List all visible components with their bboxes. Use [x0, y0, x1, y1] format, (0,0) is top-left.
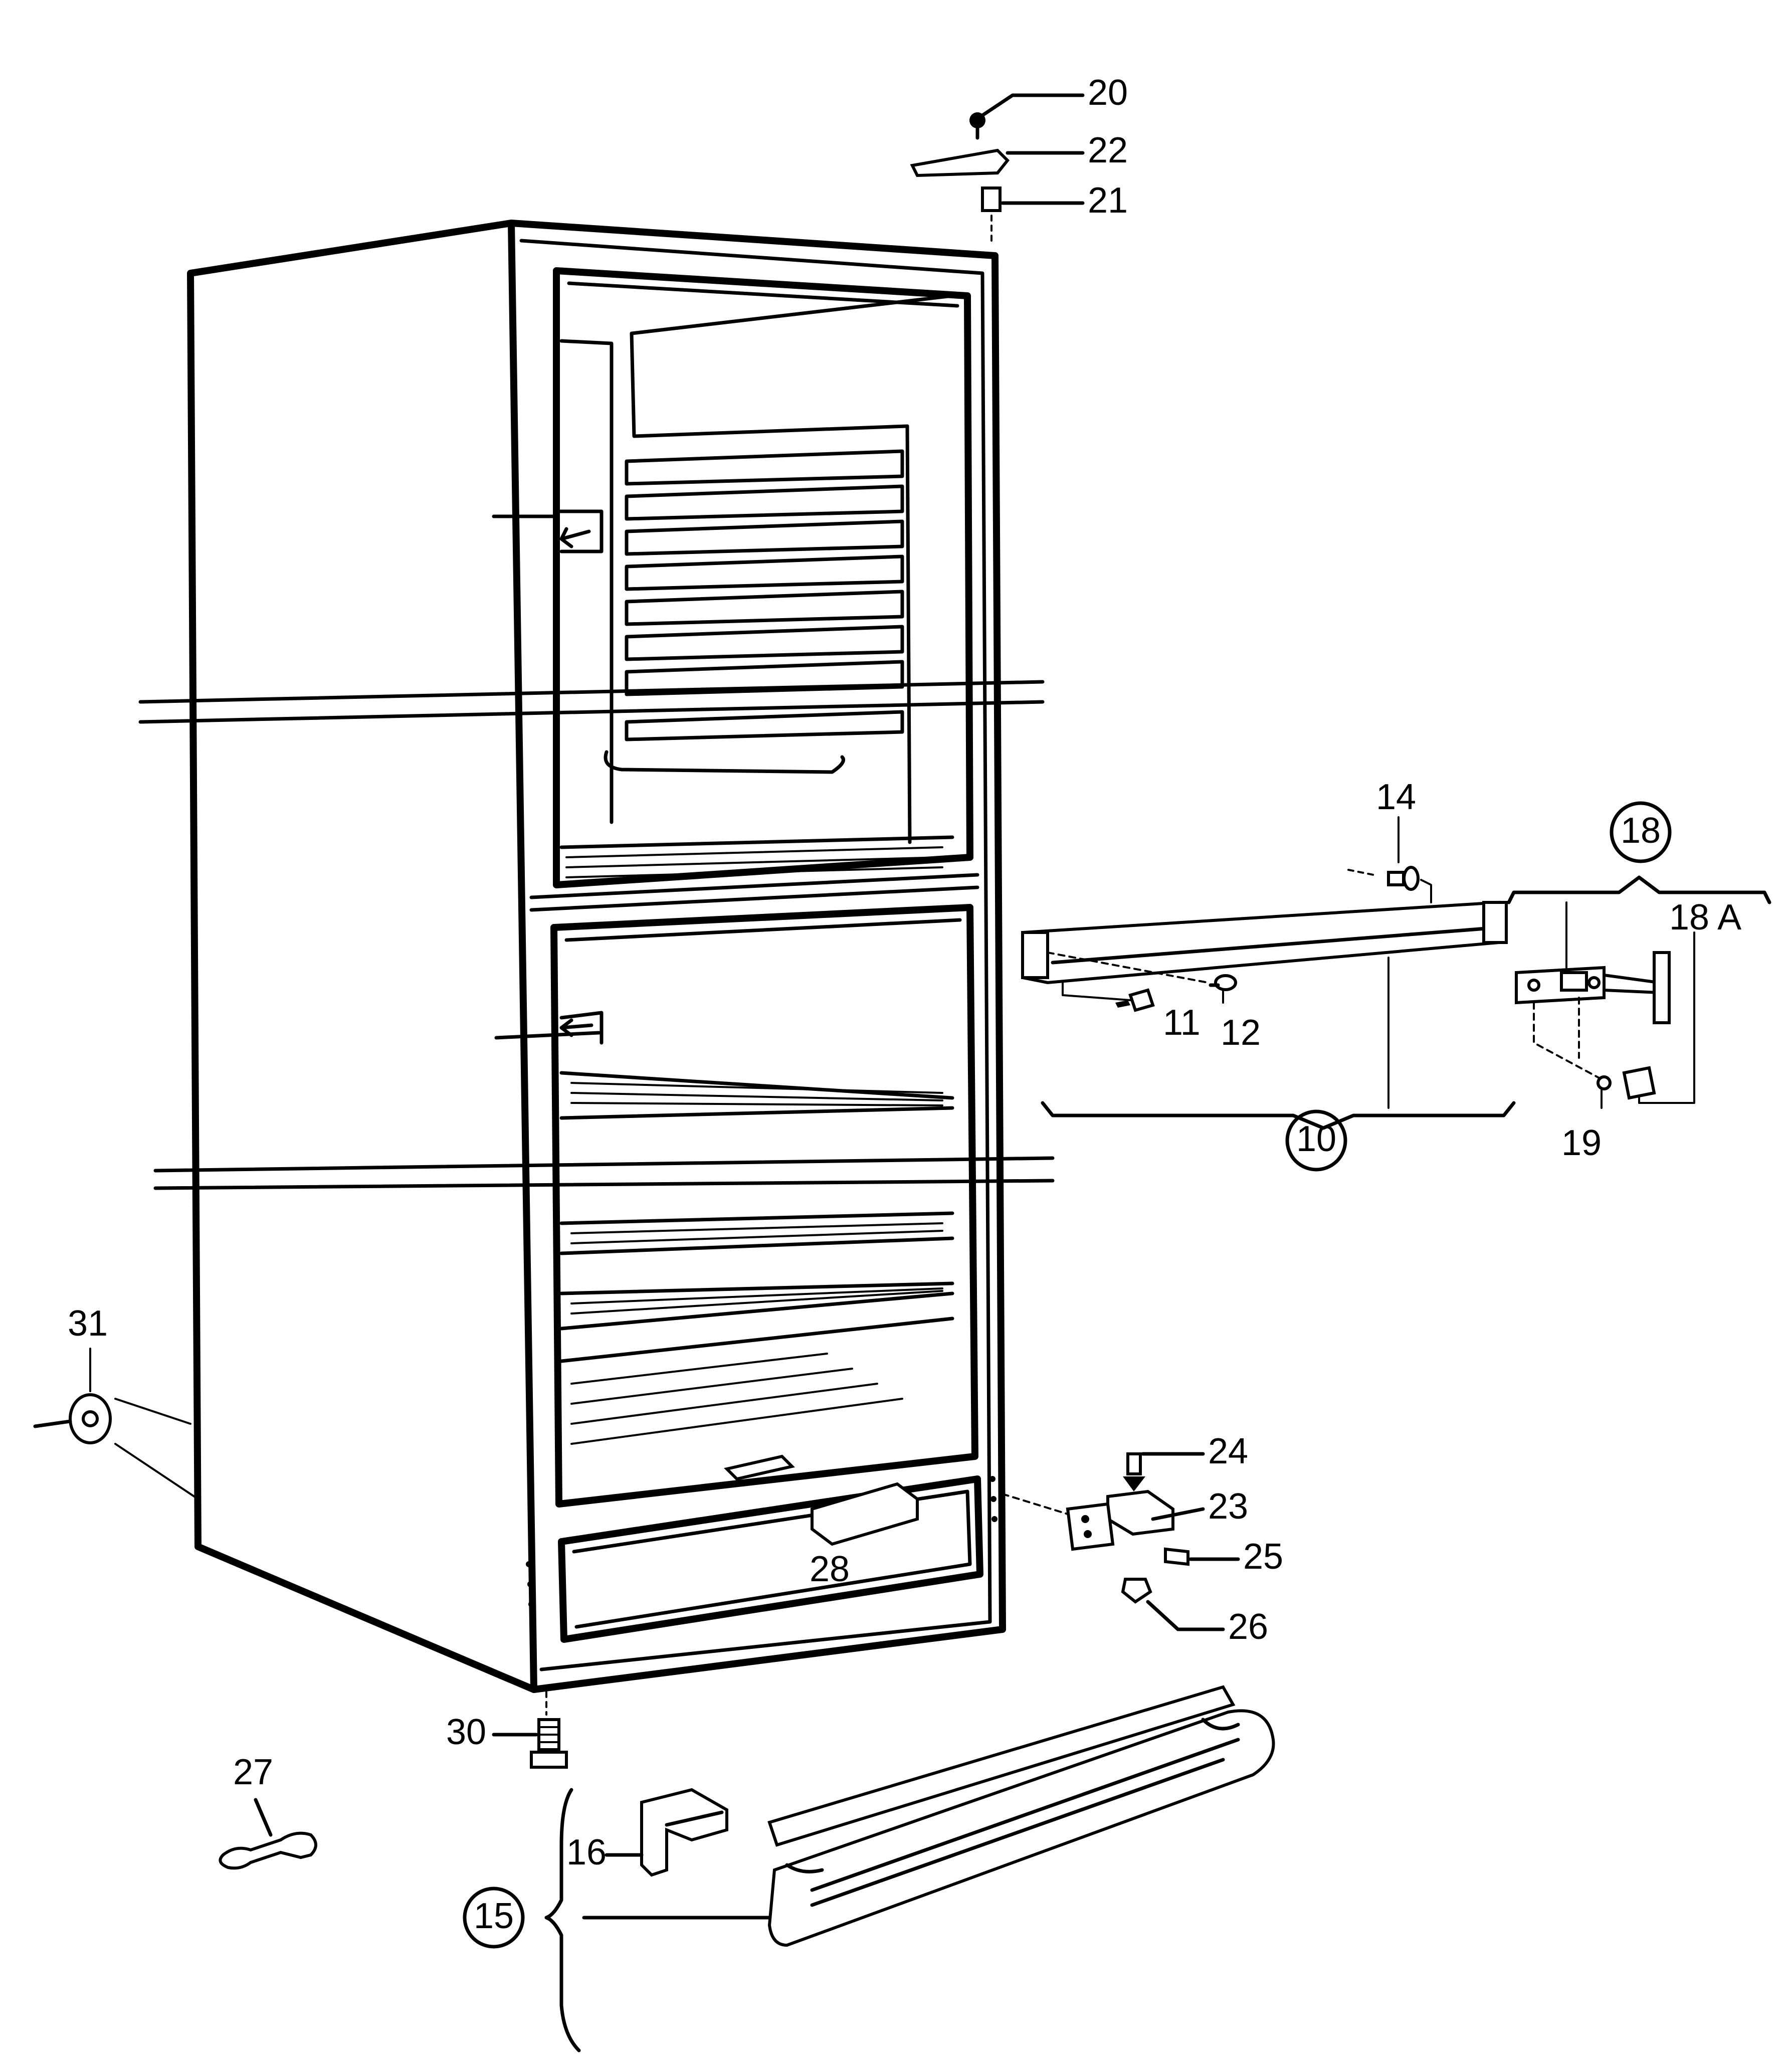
- callout-21: 21: [1088, 180, 1128, 221]
- callout-28: 28: [810, 1549, 850, 1589]
- callout-30: 30: [446, 1712, 486, 1752]
- callout-labels: 20 22 21 14 18 18 A 11 12 10 19 31 24 23…: [68, 73, 1741, 1936]
- break-lines: [138, 680, 1055, 1190]
- callout-25: 25: [1243, 1537, 1283, 1577]
- hinge-assembly-18: [1507, 875, 1771, 1109]
- callout-22: 22: [1088, 130, 1128, 170]
- bottom-hinge-assembly: [1002, 1452, 1240, 1631]
- part-15-door-trim: [544, 1685, 1275, 2052]
- callout-31: 31: [68, 1303, 108, 1344]
- callout-18A: 18 A: [1669, 897, 1741, 938]
- callout-15: 15: [474, 1896, 514, 1936]
- callout-circle-10: [1285, 1109, 1347, 1172]
- latch-28: [724, 1454, 919, 1546]
- callout-11: 11: [1163, 1003, 1201, 1043]
- hinge-bar-assembly-10: [1021, 816, 1516, 1130]
- callout-circle-18: [1610, 801, 1672, 863]
- callout-24: 24: [1208, 1431, 1248, 1471]
- part-30: [492, 1691, 568, 1769]
- callout-19: 19: [1561, 1123, 1602, 1163]
- part-27: [219, 1798, 317, 1870]
- top-hinge-assembly: [910, 93, 1085, 242]
- callout-10: 10: [1296, 1119, 1336, 1159]
- callout-27: 27: [233, 1752, 273, 1792]
- callout-26: 26: [1228, 1607, 1268, 1647]
- cabinet: [187, 220, 1006, 1693]
- callout-14: 14: [1376, 777, 1416, 817]
- frame-holes: [526, 1476, 998, 1627]
- upper-shelves: [559, 449, 954, 878]
- callout-12: 12: [1221, 1013, 1261, 1053]
- lower-arrow-bracket: [494, 1011, 604, 1045]
- callout-23: 23: [1208, 1486, 1248, 1527]
- callout-16: 16: [566, 1832, 607, 1872]
- upper-arrow-bracket: [492, 509, 604, 553]
- callout-circle-15: [463, 1887, 525, 1949]
- callout-18: 18: [1621, 811, 1661, 851]
- part-31: [33, 1348, 199, 1500]
- lower-shelves: [559, 1071, 954, 1445]
- callout-20: 20: [1088, 73, 1128, 113]
